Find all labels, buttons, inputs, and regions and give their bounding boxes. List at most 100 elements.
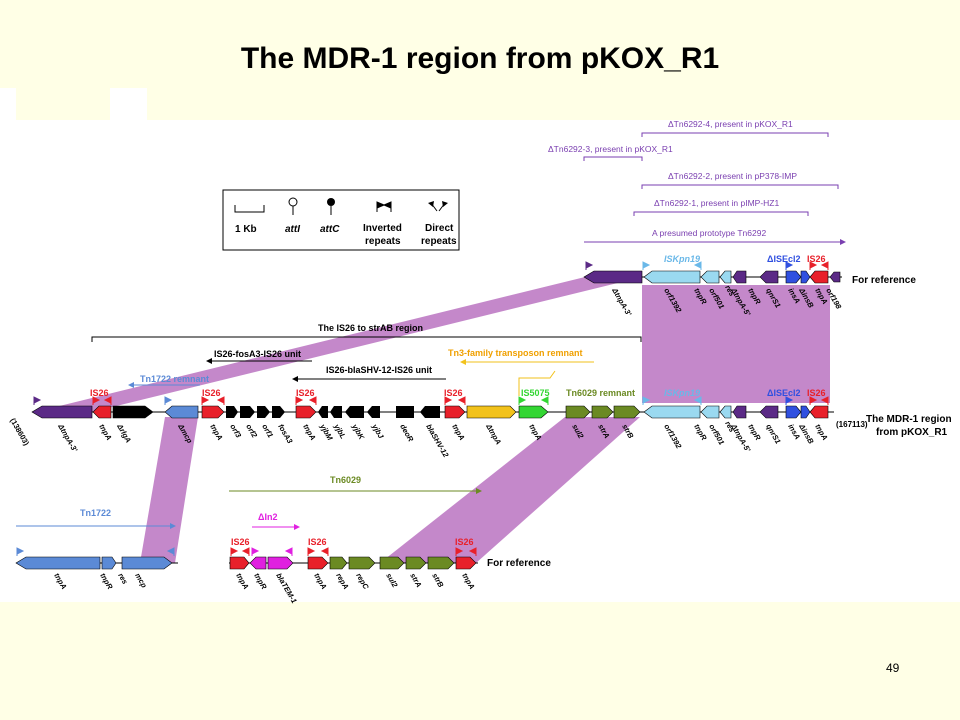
main-is26-4: IS26 (444, 388, 463, 398)
span-tn1722-remnant-head (128, 382, 134, 388)
main-gene-label: orf3 (228, 423, 243, 440)
main-gene-label: orf1 (260, 423, 275, 440)
tn6029-gene-label: sul2 (384, 572, 400, 590)
main-is26-3: IS26 (296, 388, 315, 398)
middle-spans: The IS26 to strAB region IS26-fosA3-IS26… (91, 323, 642, 396)
gene-orf1392-main (643, 405, 701, 419)
main-gene-label: orf501 (707, 423, 726, 447)
gene-blashv-main (420, 406, 440, 418)
span-tn1722-label: Tn1722 (80, 508, 111, 518)
band-tn6029 (380, 417, 640, 563)
span-prototype-label: A presumed prototype Tn6292 (652, 228, 766, 238)
figure-notch-left (0, 88, 16, 122)
gene-tnpa-tn1722 (15, 556, 101, 570)
gene-insa-main (785, 405, 802, 419)
mdr-region-label-2: from pKOX_R1 (876, 427, 948, 438)
span-prototype-head (840, 239, 846, 245)
main-gene-label: fosA3 (276, 423, 295, 446)
span-bla-label: IS26-blaSHV-12-IS26 unit (326, 365, 432, 375)
main-gene-label: yjbM (318, 422, 335, 443)
gene-tnpr-tn1722 (101, 556, 117, 570)
main-gene-label: ΔrlgA (115, 422, 133, 445)
main-is26-5: IS26 (807, 388, 826, 398)
span-tn1722-head (170, 523, 176, 529)
legend-direct: Direct (425, 223, 454, 234)
tn6029-for-reference: For reference (487, 558, 551, 569)
span-tn6029-head (476, 488, 482, 494)
main-is26-2: IS26 (202, 388, 221, 398)
top-ref-ir-kpn (642, 261, 702, 270)
main-gene-label: yjbK (350, 422, 367, 442)
gene-orf501-main (719, 405, 732, 419)
gene-sul2-tn6029 (379, 556, 405, 570)
gene-tnpa-tn6029-2 (307, 556, 329, 570)
gene-dtnpa3-main (31, 405, 93, 419)
span-tn6292-2 (641, 184, 839, 189)
main-repeat-flags (33, 396, 829, 405)
gene-repc-tn6029 (348, 556, 376, 570)
gene-yjbk-main (345, 406, 364, 418)
tn6029-gene-label: repA (334, 572, 350, 591)
gene-orf3-main (226, 406, 238, 418)
main-gene-label: yjbL (332, 422, 348, 441)
is5075-bracket (518, 370, 556, 396)
span-is26-strab-label: The IS26 to strAB region (318, 323, 423, 333)
main-gene-label: yjbJ (370, 422, 386, 441)
homology-bands (35, 277, 830, 563)
span-fosa3-head (206, 358, 212, 364)
top-ref-ir-left (585, 261, 594, 270)
gene-repa-tn6029 (329, 556, 348, 570)
atti-icon (288, 197, 298, 207)
span-fosa3-label: IS26-fosA3-IS26 unit (214, 349, 301, 359)
mdr-region-label-1: The MDR-1 region (866, 414, 952, 425)
gene-orf2-main (240, 406, 255, 418)
tn6029-gene-label: strA (408, 572, 423, 590)
span-din2-head (294, 524, 300, 530)
tn6029-row: IS26 IS26 IS26 For reference tnpA tnpR b… (229, 537, 551, 605)
tn1722-row: tnpA tnpR res mcp (15, 547, 178, 592)
tn1722-gene-label: tnpR (98, 572, 115, 592)
tn1722-gene-label: tnpA (52, 572, 68, 591)
gene-strb-tn6029 (427, 556, 455, 570)
gene-tnpa-main-2 (201, 405, 225, 419)
inverted-repeat-icon (376, 201, 392, 212)
tn6029-gene-labels: tnpA tnpR blaTEM-1 tnpA repA repC sul2 s… (234, 572, 476, 605)
gene-orf1392-top (643, 270, 701, 284)
band-tnpa3-top (35, 277, 642, 412)
tn6029-gene-label: strB (430, 572, 446, 590)
tn6029-is26-1: IS26 (231, 537, 250, 547)
top-ref-iskpn19: ISKpn19 (664, 254, 700, 264)
tn6029-is26-labels: IS26 IS26 IS26 (231, 537, 474, 547)
gene-tnpa-main-4 (444, 405, 466, 419)
main-gene-label: tnpA (97, 423, 113, 442)
top-gene-label: ΔtnpA-3' (610, 286, 634, 318)
tn6029-gene-label: tnpR (252, 572, 269, 592)
span-tn6029-label: Tn6029 (330, 475, 361, 485)
gene-mcp-tn1722 (121, 556, 173, 570)
gene-yjbj-main (367, 406, 380, 418)
tn1722-gene-labels: tnpA tnpR res mcp (52, 572, 149, 592)
gene-yjbm-main (318, 406, 328, 418)
main-gene-label: tnpA (301, 423, 317, 442)
main-is5075: IS5075 (521, 388, 550, 398)
tn1722-gene-label: mcp (133, 572, 149, 590)
gene-orf1-main (257, 406, 270, 418)
top-ref-ir-ecl (785, 261, 794, 270)
main-gene-label: ΔtnpA (484, 422, 503, 447)
tn6029-is26-3: IS26 (455, 537, 474, 547)
main-gene-label: tnpA (450, 423, 466, 442)
legend-attc: attC (320, 224, 340, 235)
gene-sul2-main (565, 405, 591, 419)
top-ref-is26: IS26 (807, 254, 826, 264)
gene-blatem-tn6029 (267, 556, 294, 570)
top-ref-ir-is26 (809, 261, 829, 270)
tn6029-ir (230, 547, 477, 556)
gene-dtnpa3-top (583, 270, 643, 284)
coord-right: (167113) (836, 420, 868, 429)
direct-repeat-heads (428, 201, 448, 207)
tn6029-gene-label: blaTEM-1 (274, 572, 298, 605)
main-gene-label: tnpA (813, 423, 829, 442)
span-tn6292-1-label: ΔTn6292-1, present in pIMP-HZ1 (654, 198, 779, 208)
gene-deor-main (396, 406, 414, 418)
gene-stra-tn6029 (405, 556, 427, 570)
